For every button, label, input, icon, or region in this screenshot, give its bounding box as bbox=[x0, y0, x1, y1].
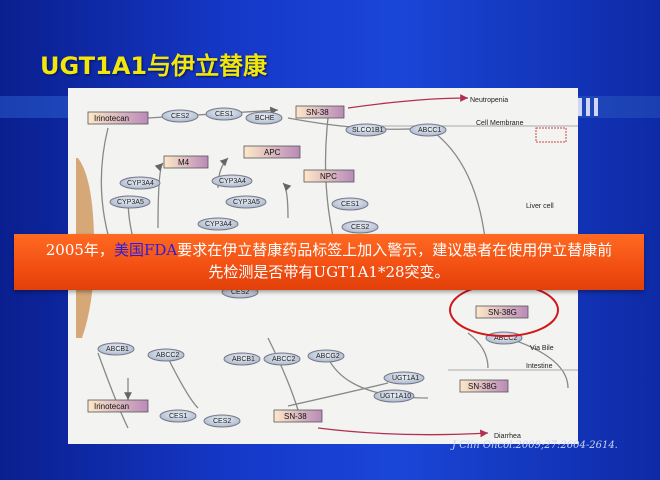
slco1b1-label: SLCO1B1 bbox=[352, 127, 384, 134]
m4-box: M4 bbox=[163, 155, 209, 169]
ugt1a10-label: UGT1A10 bbox=[380, 393, 411, 400]
cell-membrane-label: Cell Membrane bbox=[476, 120, 524, 127]
m4-label: M4 bbox=[178, 158, 190, 167]
decorative-stripes bbox=[578, 98, 602, 118]
ces1-top-label: CES1 bbox=[215, 111, 233, 118]
bche-label: BCHE bbox=[255, 115, 275, 122]
ces2-mid-label: CES2 bbox=[351, 224, 369, 231]
cyp3a4-c-label: CYP3A4 bbox=[205, 221, 232, 228]
pathway-diagram: Irinotecan SN-38 M4 APC NPC SN-38G SN-38… bbox=[76, 94, 578, 440]
diarrhea-label: Diarrhea bbox=[494, 433, 521, 440]
sn38-low-box: SN-38 bbox=[273, 409, 323, 423]
banner-text-a: 2005年， bbox=[45, 241, 114, 259]
sn38g-low-label: SN-38G bbox=[468, 382, 497, 391]
cyp3a4-b-label: CYP3A4 bbox=[219, 178, 246, 185]
irinotecan-low-label: Irinotecan bbox=[94, 402, 129, 411]
fda-warning-banner: 2005年，美国FDA要求在伊立替康药品标签上加入警示，建议患者在使用伊立替康前… bbox=[14, 234, 644, 290]
ces1-low-label: CES1 bbox=[169, 413, 187, 420]
liver-cell-label: Liver cell bbox=[526, 203, 554, 210]
sn38g-low-box: SN-38G bbox=[459, 379, 509, 393]
sn38-low-label: SN-38 bbox=[284, 412, 307, 421]
irinotecan-top-box: Irinotecan bbox=[87, 111, 149, 125]
sn38-top-label: SN-38 bbox=[306, 108, 329, 117]
npc-label: NPC bbox=[320, 172, 337, 181]
neutropenia-label: Neutropenia bbox=[470, 97, 508, 104]
sn38g-mid-box: SN-38G bbox=[475, 305, 529, 319]
cyp3a4-a-label: CYP3A4 bbox=[127, 180, 154, 187]
slide-title: UGT1A1与伊立替康 bbox=[40, 52, 268, 80]
irinotecan-top-label: Irinotecan bbox=[94, 114, 129, 123]
npc-box: NPC bbox=[303, 169, 355, 183]
apc-label: APC bbox=[264, 148, 281, 157]
irinotecan-low-box: Irinotecan bbox=[87, 399, 149, 413]
cyp3a5-a-label: CYP3A5 bbox=[117, 199, 144, 206]
banner-text-b: 要求在伊立替康药品标签上加入警示，建议患者在使用伊立替康前 bbox=[177, 241, 613, 259]
intestine-label: Intestine bbox=[526, 363, 553, 370]
abcc2-left-label: ABCC2 bbox=[156, 352, 179, 359]
citation: J Clin Oncol.2009;27:2604-2614. bbox=[452, 440, 618, 451]
abcc2-right-label: ABCC2 bbox=[494, 335, 517, 342]
ces2-top-label: CES2 bbox=[171, 113, 189, 120]
abcg2-label: ABCG2 bbox=[316, 353, 340, 360]
abcc2-mid-label: ABCC2 bbox=[272, 356, 295, 363]
abcb1-mid-label: ABCB1 bbox=[232, 356, 255, 363]
sn38g-mid-label: SN-38G bbox=[488, 308, 517, 317]
ces2-bottom-label: CES2 bbox=[213, 418, 231, 425]
via-bile-label: Via Bile bbox=[530, 345, 554, 352]
ugt1a1-label: UGT1A1 bbox=[392, 375, 419, 382]
banner-line-2: 先检测是否带有UGT1A1*28突变。 bbox=[208, 263, 450, 281]
sn38-top-box: SN-38 bbox=[295, 105, 345, 119]
abcb1-left-label: ABCB1 bbox=[106, 346, 129, 353]
apc-box: APC bbox=[243, 145, 301, 159]
cyp3a5-b-label: CYP3A5 bbox=[233, 199, 260, 206]
enzyme-nodes: CES2 CES1 BCHE SLCO1B1 ABCC1 CYP3A4 CYP3… bbox=[97, 107, 523, 428]
ces2-low-label: CES2 bbox=[231, 289, 249, 296]
membrane-icon bbox=[535, 127, 567, 143]
abcc1-label: ABCC1 bbox=[418, 127, 441, 134]
banner-highlight: 美国FDA bbox=[113, 241, 178, 259]
ces1-mid-label: CES1 bbox=[341, 201, 359, 208]
banner-line-1: 2005年，美国FDA要求在伊立替康药品标签上加入警示，建议患者在使用伊立替康前 bbox=[14, 239, 644, 261]
